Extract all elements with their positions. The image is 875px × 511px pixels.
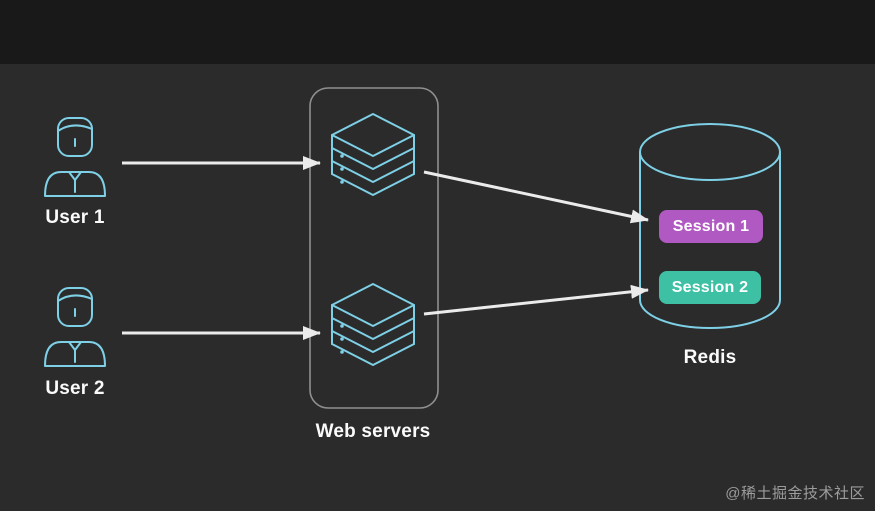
- user-2-icon: [44, 287, 106, 367]
- web-server-2-icon: [331, 283, 415, 366]
- arrow-webserver2-to-session2: [423, 284, 649, 316]
- redis-label: Redis: [683, 347, 737, 368]
- watermark-text: @稀土掘金技术社区: [725, 485, 865, 502]
- web-servers-group-box: [309, 87, 439, 409]
- session-1-badge: Session 1: [659, 210, 763, 243]
- web-servers-label: Web servers: [315, 421, 431, 442]
- server-1-leds: [340, 154, 344, 184]
- user-2-label: User 2: [45, 378, 105, 399]
- top-dark-band: [0, 0, 875, 64]
- session-2-badge: Session 2: [659, 271, 761, 304]
- cyan-shapes-group: [44, 113, 781, 367]
- user-1-label: User 1: [45, 207, 105, 228]
- server-2-leds: [340, 324, 344, 354]
- arrows-group: [122, 156, 649, 340]
- user-1-icon: [44, 117, 106, 197]
- web-server-1-icon: [331, 113, 415, 196]
- arrow-webserver1-to-session1: [423, 170, 649, 224]
- redis-database-icon: [639, 123, 781, 329]
